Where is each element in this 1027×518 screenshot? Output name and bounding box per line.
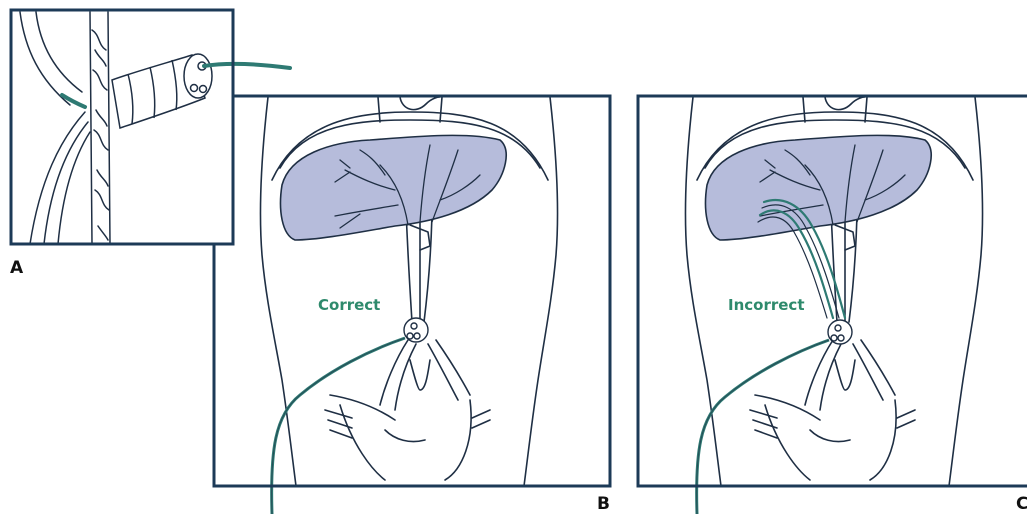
panel-a [11, 10, 290, 244]
panel-c [638, 96, 1027, 514]
liver-b [281, 135, 507, 240]
panel-b [214, 96, 610, 514]
annotation-incorrect: Incorrect [728, 296, 805, 314]
catheter-c [697, 340, 829, 514]
panel-label-a: A [10, 258, 23, 278]
panel-label-b: B [597, 494, 610, 514]
catheter-b [272, 338, 405, 514]
port-c [828, 320, 852, 344]
panel-label-c: C [1016, 494, 1027, 514]
annotation-correct: Correct [318, 296, 380, 314]
port-b [404, 318, 428, 342]
liver-c [706, 135, 932, 240]
